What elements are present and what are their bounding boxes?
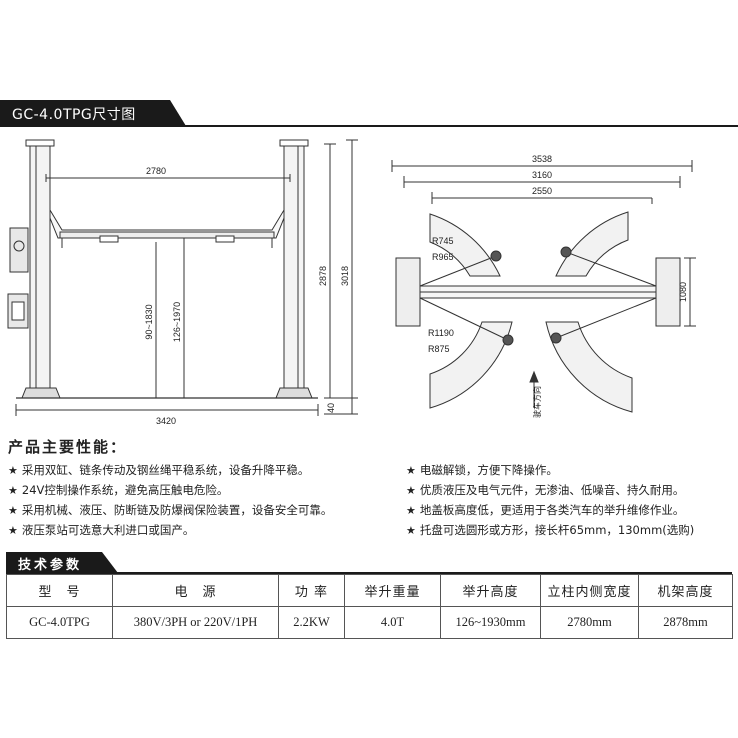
feature-item: ★优质液压及电气元件，无渗油、低噪音、持久耐用。 <box>406 483 685 497</box>
features-left-column: ★采用双缸、链条传动及钢丝绳平稳系统，设备升降平稳。 ★24V控制操作系统，避免… <box>8 460 398 540</box>
spec-table: 型 号 电 源 功 率 举升重量 举升高度 立柱内侧宽度 机架高度 GC-4.0… <box>6 574 733 639</box>
header-power-supply: 电 源 <box>112 574 279 607</box>
table-header-row: 型 号 电 源 功 率 举升重量 举升高度 立柱内侧宽度 机架高度 <box>6 574 733 607</box>
star-icon: ★ <box>8 464 18 477</box>
header-lift-height: 举升高度 <box>440 574 541 607</box>
dim-depth: 1080 <box>678 282 688 302</box>
star-icon: ★ <box>8 484 18 497</box>
header-inner-width: 立柱内侧宽度 <box>540 574 639 607</box>
dim-span-outer: 3160 <box>532 170 552 180</box>
dim-overall: 3538 <box>532 154 552 164</box>
star-icon: ★ <box>406 504 416 517</box>
header-model: 型 号 <box>6 574 113 607</box>
star-icon: ★ <box>8 524 18 537</box>
header-frame-height: 机架高度 <box>638 574 733 607</box>
dim-total-width: 3420 <box>156 416 176 426</box>
tech-title: 技术参数 <box>18 558 83 573</box>
feature-item: ★采用机械、液压、防断链及防爆阀保险装置，设备安全可靠。 <box>8 503 333 517</box>
dim-span-inner: 2550 <box>532 186 552 196</box>
top-view <box>391 160 696 413</box>
drawing-header-band <box>0 100 738 128</box>
dimension-drawing: 2780 3420 90~1830 126~1970 2878 3018 40 <box>0 126 738 431</box>
star-icon: ★ <box>406 464 416 477</box>
feature-item: ★托盘可选圆形或方形，接长杆65mm，130mm(选购) <box>406 523 695 537</box>
cell-frame-height: 2878mm <box>638 606 733 639</box>
dim-lift-range-b: 126~1970 <box>172 302 182 342</box>
feature-item: ★采用双缸、链条传动及钢丝绳平稳系统，设备升降平稳。 <box>8 463 310 477</box>
feature-item: ★24V控制操作系统，避免高压触电危险。 <box>8 483 229 497</box>
front-view <box>7 139 358 416</box>
cell-power: 2.2KW <box>278 606 345 639</box>
drawing-title: GC-4.0TPG尺寸图 <box>12 107 136 123</box>
radius-r875: R875 <box>428 344 450 354</box>
tech-header-band <box>6 552 732 574</box>
cell-power-supply: 380V/3PH or 220V/1PH <box>112 606 279 639</box>
table-row: GC-4.0TPG 380V/3PH or 220V/1PH 2.2KW 4.0… <box>6 606 733 639</box>
features-title: 产品主要性能： <box>8 438 128 456</box>
feature-item: ★地盖板高度低，更适用于各类汽车的举升维修作业。 <box>406 503 685 517</box>
header-capacity: 举升重量 <box>344 574 441 607</box>
dim-base: 40 <box>326 403 336 413</box>
radius-r965: R965 <box>432 252 454 262</box>
cell-capacity: 4.0T <box>344 606 441 639</box>
dim-total-height: 3018 <box>340 266 350 286</box>
header-band-graphic <box>0 100 738 127</box>
top-view-labels: 3538 3160 2550 1080 R745 R965 R1190 R875… <box>428 154 688 418</box>
radius-r1190: R1190 <box>428 328 454 338</box>
star-icon: ★ <box>8 504 18 517</box>
radius-r745: R745 <box>432 236 454 246</box>
dim-lift-range-a: 90~1830 <box>144 304 154 339</box>
feature-item: ★液压泵站可选意大利进口或国产。 <box>8 523 195 537</box>
cell-inner-width: 2780mm <box>540 606 639 639</box>
front-view-labels: 2780 3420 90~1830 126~1970 2878 3018 40 <box>144 166 350 426</box>
star-icon: ★ <box>406 484 416 497</box>
cell-lift-height: 126~1930mm <box>440 606 541 639</box>
direction-label: 驶车方向 <box>532 386 542 418</box>
features-right-column: ★电磁解锁，方便下降操作。 ★优质液压及电气元件，无渗油、低噪音、持久耐用。 ★… <box>406 460 736 540</box>
tech-band-graphic <box>6 552 732 574</box>
dim-column-height: 2878 <box>318 266 328 286</box>
star-icon: ★ <box>406 524 416 537</box>
feature-item: ★电磁解锁，方便下降操作。 <box>406 463 558 477</box>
dim-inner-width: 2780 <box>146 166 166 176</box>
dimension-drawing-svg: 2780 3420 90~1830 126~1970 2878 3018 40 <box>7 139 696 426</box>
cell-model: GC-4.0TPG <box>6 606 113 639</box>
header-power: 功 率 <box>278 574 345 607</box>
